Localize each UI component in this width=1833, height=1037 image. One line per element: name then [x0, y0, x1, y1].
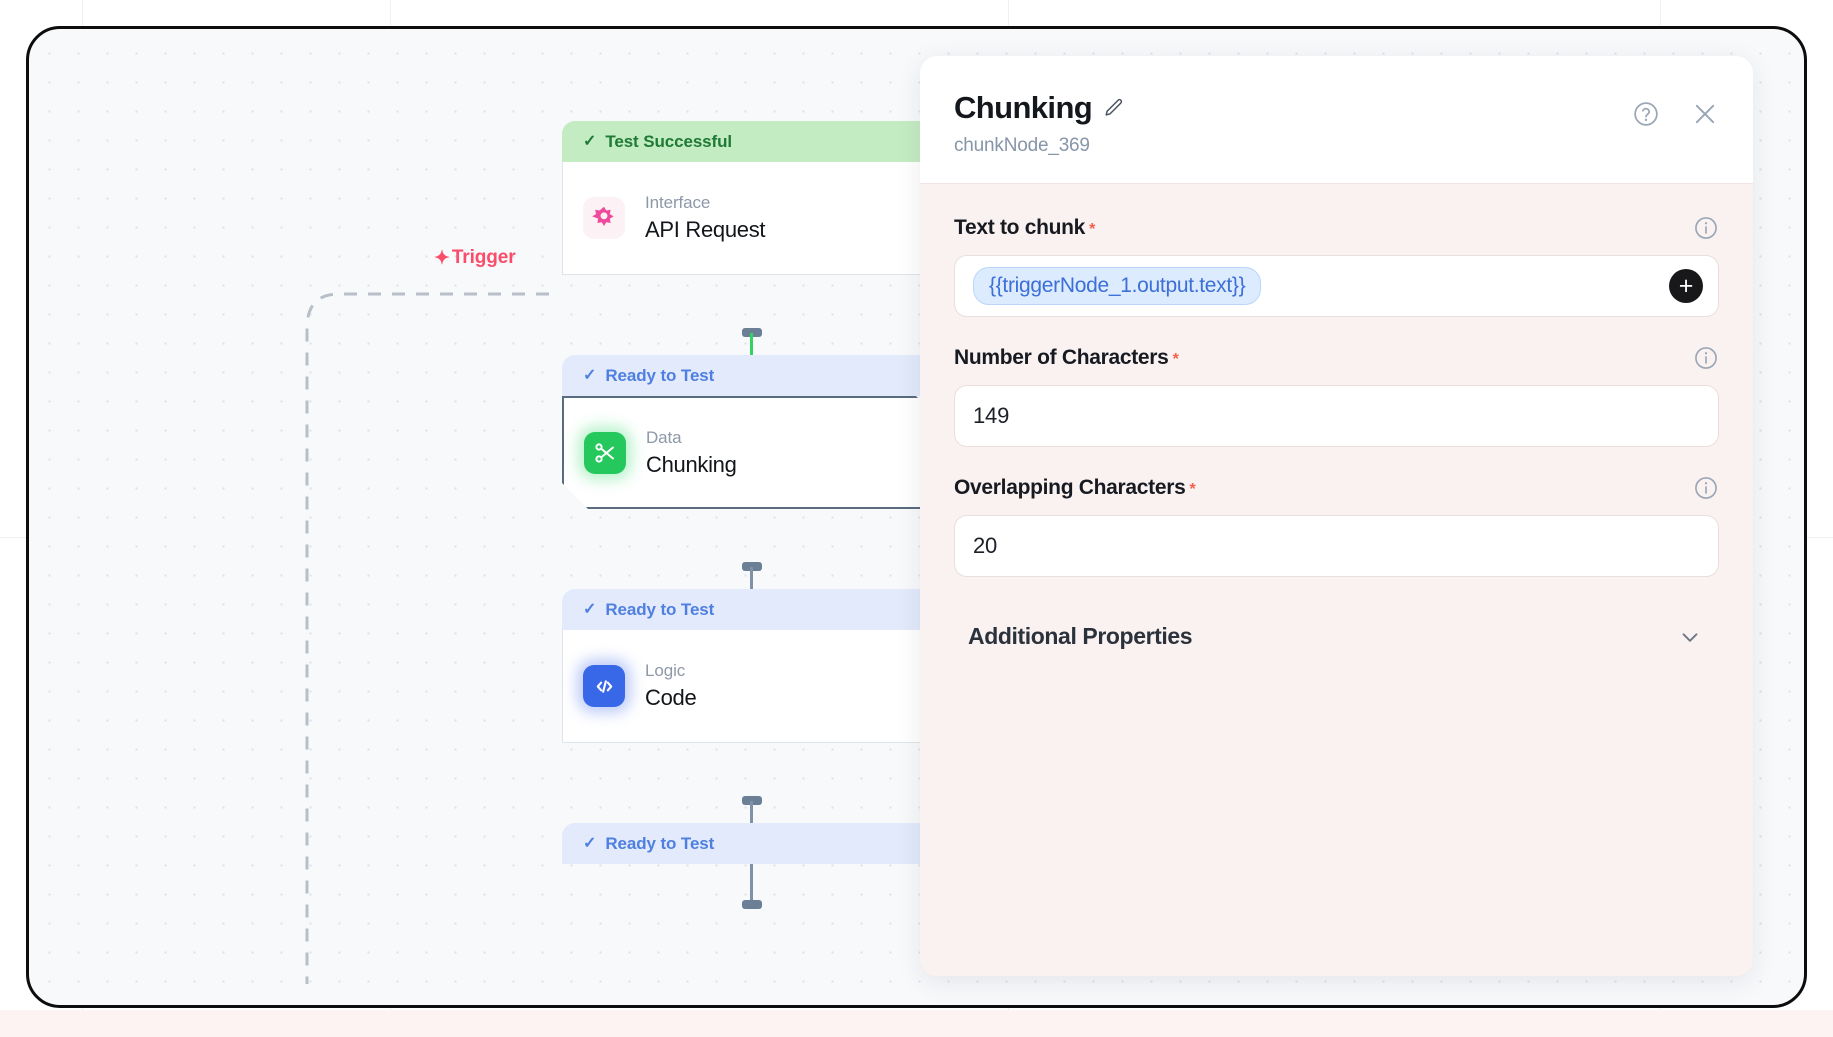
additional-properties-accordion[interactable]: Additional Properties [954, 605, 1719, 668]
page-title: Chunking [954, 90, 1093, 125]
field-label-row: Number of Characters* [954, 345, 1719, 371]
field-label-text: Overlapping Characters [954, 476, 1186, 499]
workflow-node-chunking[interactable]: ✓ Ready to Test Data Chunking [562, 355, 942, 509]
background-band [0, 1010, 1833, 1037]
node-title-label: Code [645, 685, 697, 710]
node-text: Data Chunking [646, 428, 737, 478]
field-number-of-characters: Number of Characters* 149 [954, 345, 1719, 447]
node-card-body[interactable]: Logic Code [562, 630, 942, 743]
required-marker: * [1089, 221, 1096, 238]
node-status-text: Ready to Test [605, 365, 715, 385]
node-status-banner: ✓ Test Successful [562, 121, 942, 162]
variable-token-chip[interactable]: {{triggerNode_1.output.text}} [973, 267, 1262, 305]
required-marker: * [1172, 351, 1179, 368]
trigger-label: ✦ Trigger [434, 247, 516, 269]
overlapping-characters-input[interactable]: 20 [954, 515, 1719, 577]
node-properties-panel: Chunking chunkNode_369 [920, 56, 1753, 976]
node-kind-label: Interface [645, 193, 711, 212]
lightning-bolt-icon: ✦ [434, 247, 450, 269]
field-label: Text to chunk* [954, 216, 1095, 240]
node-title-label: Chunking [646, 451, 737, 477]
info-icon[interactable] [1693, 345, 1719, 371]
node-status-text: Ready to Test [605, 599, 715, 619]
field-overlapping-characters: Overlapping Characters* 20 [954, 475, 1719, 577]
check-icon: ✓ [583, 600, 597, 618]
check-icon: ✓ [583, 366, 597, 384]
info-icon[interactable] [1693, 475, 1719, 501]
panel-title-row: Chunking [954, 90, 1719, 126]
chevron-down-icon[interactable] [1677, 624, 1703, 650]
node-status-text: Test Successful [605, 131, 732, 151]
panel-header-actions [1632, 100, 1719, 128]
node-kind-label: Logic [645, 661, 686, 680]
field-label: Number of Characters* [954, 346, 1179, 370]
node-kind-label: Data [646, 427, 682, 447]
check-icon: ✓ [583, 132, 597, 150]
required-marker: * [1189, 481, 1196, 498]
trigger-label-text: Trigger [451, 247, 516, 268]
close-icon[interactable] [1691, 100, 1719, 128]
check-icon: ✓ [583, 834, 597, 852]
node-card-body[interactable]: Data Chunking [562, 396, 942, 509]
panel-body: Text to chunk* {{triggerNode_1.output.te… [920, 184, 1753, 668]
node-title-label: API Request [645, 217, 766, 242]
node-text: Logic Code [645, 661, 696, 711]
node-status-banner: ✓ Ready to Test [562, 823, 942, 864]
workflow-node-next[interactable]: ✓ Ready to Test [562, 823, 942, 864]
panel-header: Chunking chunkNode_369 [920, 56, 1753, 184]
node-status-banner: ✓ Ready to Test [562, 589, 942, 630]
workflow-node-code[interactable]: ✓ Ready to Test Logic Code [562, 589, 942, 743]
node-status-banner: ✓ Ready to Test [562, 355, 942, 396]
text-to-chunk-input[interactable]: {{triggerNode_1.output.text}} + [954, 255, 1719, 317]
field-label: Overlapping Characters* [954, 476, 1196, 500]
field-label-text: Number of Characters [954, 346, 1169, 369]
field-text-to-chunk: Text to chunk* {{triggerNode_1.output.te… [954, 215, 1719, 317]
node-text: Interface API Request [645, 193, 765, 243]
field-label-row: Text to chunk* [954, 215, 1719, 241]
info-icon[interactable] [1693, 215, 1719, 241]
pencil-icon[interactable] [1103, 97, 1125, 119]
field-label-text: Text to chunk [954, 216, 1086, 239]
workflow-node-api-request[interactable]: ✓ Test Successful Interface API Request [562, 121, 942, 275]
scissors-icon [584, 432, 626, 474]
question-circle-icon[interactable] [1632, 100, 1660, 128]
accordion-label: Additional Properties [968, 623, 1193, 649]
code-brackets-icon [583, 665, 625, 707]
panel-subtitle: chunkNode_369 [954, 135, 1090, 156]
node-status-text: Ready to Test [605, 833, 715, 853]
add-variable-button[interactable]: + [1669, 269, 1703, 303]
api-star-icon [583, 197, 625, 239]
node-card-body[interactable]: Interface API Request [562, 162, 942, 275]
field-label-row: Overlapping Characters* [954, 475, 1719, 501]
number-of-characters-input[interactable]: 149 [954, 385, 1719, 447]
